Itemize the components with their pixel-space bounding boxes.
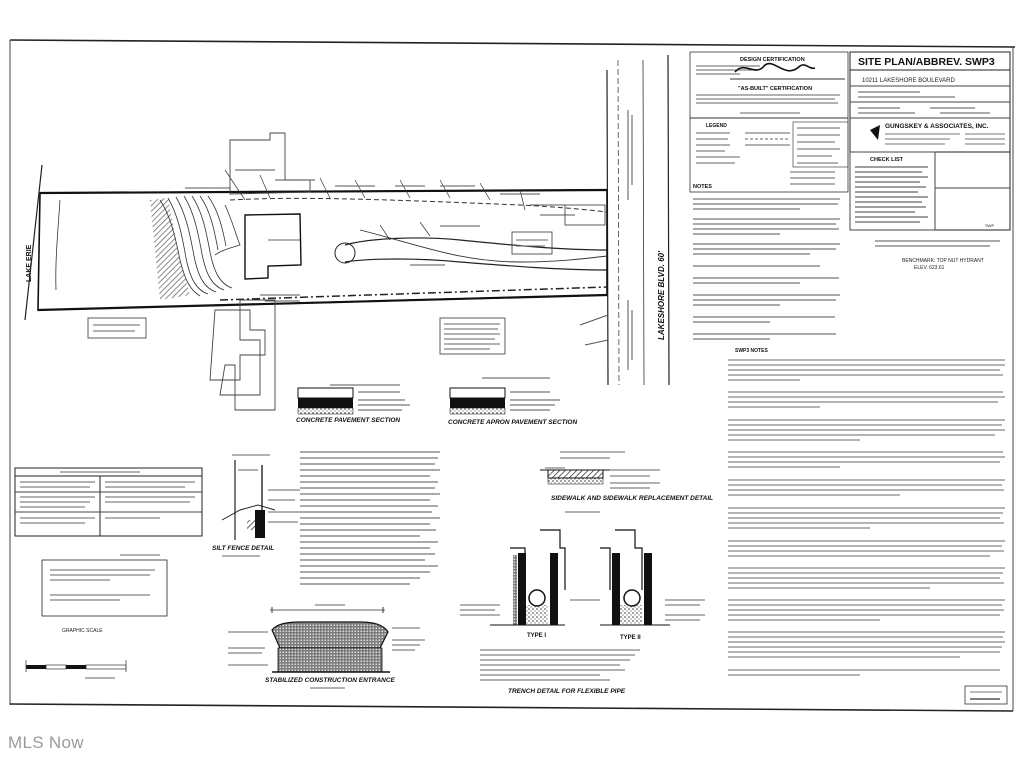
stabilization-table	[14, 467, 203, 537]
check-list-title: CHECK LIST	[870, 157, 904, 163]
swp3-notes: SWP3 NOTES	[728, 348, 1008, 705]
general-notes: NOTES BENCHMARK: TOP NUT HYDRANT ELEV. 6…	[693, 184, 1000, 340]
signature	[734, 62, 816, 73]
trench-type-1: TYPE I	[527, 633, 546, 639]
sheet-border	[9, 39, 1016, 712]
sheet-title: SITE PLAN/ABBREV. SWP3	[858, 56, 995, 68]
design-cert-title: DESIGN CERTIFICATION	[740, 57, 805, 63]
site-address: 10211 LAKESHORE BOULEVARD	[862, 78, 955, 84]
concrete-pavement-section: CONCRETE PAVEMENT SECTION	[296, 384, 410, 424]
asbuilt-cert-title: "AS-BUILT" CERTIFICATION	[738, 86, 812, 92]
benchmark-label: BENCHMARK: TOP NUT HYDRANT	[902, 258, 984, 264]
left-callouts	[87, 314, 609, 355]
trench-detail: TYPE I TYPE II TRENCH DETAIL FOR FLEXIBL…	[460, 529, 705, 695]
legend-title: LEGEND	[706, 123, 727, 129]
concrete-apron-section: CONCRETE APRON PAVEMENT SECTION	[448, 377, 577, 426]
certifications: DESIGN CERTIFICATION "AS-BUILT" CERTIFIC…	[689, 51, 849, 193]
concrete-apron-title: CONCRETE APRON PAVEMENT SECTION	[448, 419, 577, 426]
neighbor-buildings	[209, 132, 311, 411]
construction-entrance-title: STABILIZED CONSTRUCTION ENTRANCE	[265, 677, 396, 684]
sidewalk-detail: SIDEWALK AND SIDEWALK REPLACEMENT DETAIL	[540, 451, 713, 513]
road-label: LAKESHORE BLVD. 60'	[657, 250, 666, 340]
swp3-title: SWP3 NOTES	[735, 348, 768, 354]
trench-type-2: TYPE II	[620, 635, 641, 641]
property-parcel	[37, 169, 608, 312]
silt-fence-detail: SILT FENCE DETAIL	[212, 454, 300, 557]
silt-fence-specs	[300, 451, 440, 585]
trench-title: TRENCH DETAIL FOR FLEXIBLE PIPE	[508, 688, 626, 695]
lakeshore-road: LAKESHORE BLVD. 60'	[606, 54, 670, 386]
firm-name: GUNGSKEY & ASSOCIATES, INC.	[885, 123, 989, 130]
silt-note	[41, 554, 168, 617]
graphic-scale: GRAPHIC SCALE	[25, 628, 127, 679]
lake-label: LAKE ERIE	[26, 244, 33, 282]
notes-title: NOTES	[693, 184, 712, 190]
concrete-pavement-title: CONCRETE PAVEMENT SECTION	[296, 417, 400, 424]
title-block: SITE PLAN/ABBREV. SWP3 10211 LAKESHORE B…	[849, 51, 1011, 231]
sidewalk-title: SIDEWALK AND SIDEWALK REPLACEMENT DETAIL	[551, 495, 713, 502]
construction-entrance-detail: STABILIZED CONSTRUCTION ENTRANCE	[228, 604, 425, 689]
lake-erie: LAKE ERIE	[24, 164, 61, 321]
benchmark-elev: ELEV. 623.61	[914, 265, 945, 271]
mls-watermark: MLS Now	[8, 733, 84, 752]
graphic-scale-label: GRAPHIC SCALE	[62, 628, 103, 634]
sheet-id: SWP	[985, 223, 994, 228]
silt-fence-title: SILT FENCE DETAIL	[212, 545, 274, 552]
